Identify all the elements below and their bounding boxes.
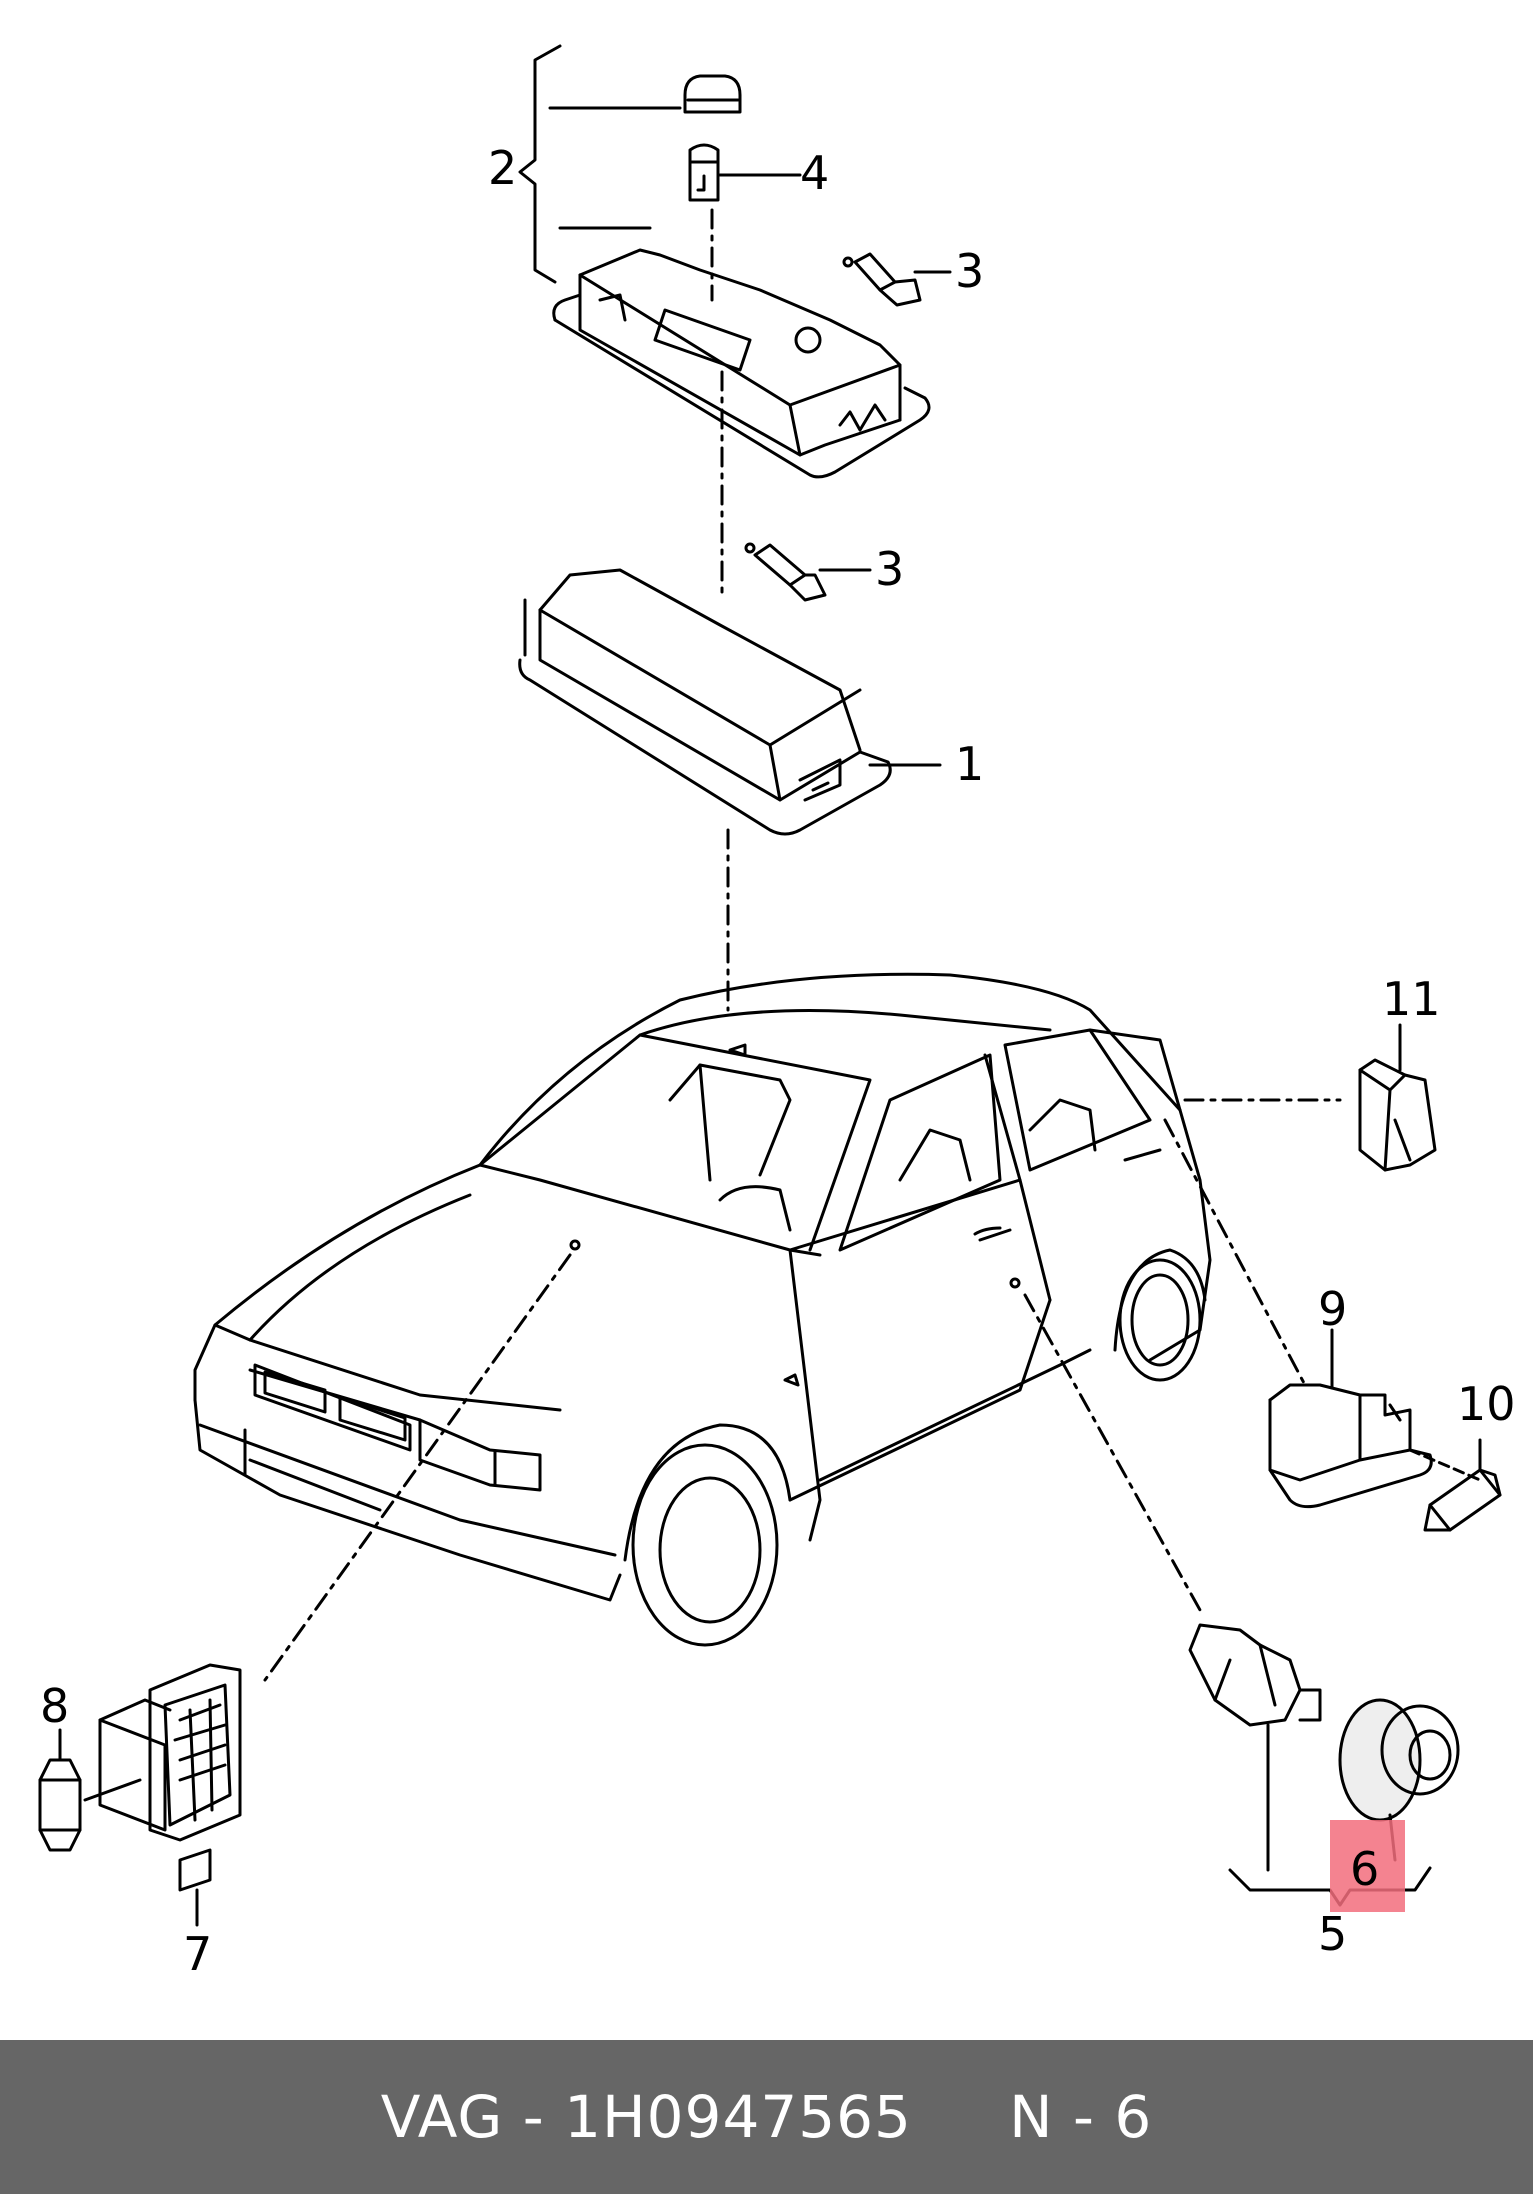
wedge-bulb-3-middle bbox=[744, 542, 872, 602]
bulb-8 bbox=[38, 1728, 142, 1852]
callout-3-middle: 3 bbox=[875, 542, 904, 596]
callout-11: 11 bbox=[1382, 972, 1441, 1026]
callout-6: 6 bbox=[1350, 1842, 1379, 1896]
switch-11 bbox=[1358, 1023, 1437, 1172]
lamp-unit-7 bbox=[98, 1663, 242, 1927]
callout-9: 9 bbox=[1318, 1282, 1347, 1336]
cap-part bbox=[683, 74, 742, 114]
callout-4: 4 bbox=[800, 146, 829, 200]
lamp-lens-1 bbox=[518, 568, 942, 836]
lamp-unit-9 bbox=[1268, 1328, 1433, 1509]
bracket-2 bbox=[518, 44, 682, 284]
callout-5: 5 bbox=[1318, 1907, 1347, 1961]
callout-1: 1 bbox=[955, 737, 984, 791]
callout-10: 10 bbox=[1457, 1377, 1516, 1431]
callout-3-top: 3 bbox=[955, 244, 984, 298]
wedge-bulb-3-top bbox=[842, 252, 952, 307]
bulb-10 bbox=[1408, 1438, 1502, 1532]
car-body bbox=[193, 972, 1212, 1647]
parts-diagram: 2 4 3 3 1 11 9 10 8 6 5 7 bbox=[38, 44, 1516, 1981]
lamp-housing-2 bbox=[552, 248, 931, 479]
footer-bar: VAG - 1H0947565 N - 6 bbox=[0, 2040, 1533, 2194]
callout-2: 2 bbox=[488, 141, 517, 195]
bulb-4 bbox=[688, 143, 802, 202]
callout-8: 8 bbox=[40, 1679, 69, 1733]
part-reference-text: VAG - 1H0947565 N - 6 bbox=[380, 2083, 1153, 2151]
callout-7: 7 bbox=[183, 1927, 212, 1981]
highlight-box bbox=[1330, 1820, 1405, 1912]
